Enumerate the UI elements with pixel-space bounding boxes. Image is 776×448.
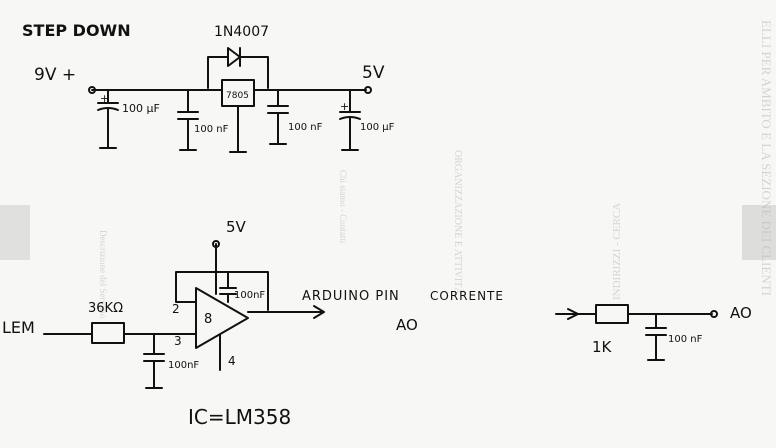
supply-node [212, 240, 220, 248]
diode-symbol [227, 47, 241, 67]
feedback-cap-label: 100nF [234, 290, 265, 301]
filter-resistor-label: 1K [592, 338, 613, 356]
bleed-icon-right [742, 205, 776, 260]
input-resistor [91, 322, 125, 344]
bleed-line-3: INDIRIZZI - CERCA [611, 203, 623, 300]
filter-cap-label: 100 nF [668, 334, 703, 345]
input-resistor-label: 36KΩ [88, 301, 123, 316]
corrente-label: CORRENTE [430, 289, 504, 303]
cap2-label: 100 nF [194, 124, 229, 135]
bleed-through-layer: ELLI PER AMBITO E LA SEZIONE DEI CLIENTI… [0, 20, 776, 319]
bleed-line-2: ORGANIZZAZIONE E ATTIVITÀ [452, 150, 464, 295]
cap1-plus: + [100, 92, 109, 105]
feedback-cap: 100nF [219, 271, 265, 303]
diode-wire-right [239, 56, 269, 89]
cap4: + 100 µF [339, 89, 395, 151]
pin8-label: 8 [204, 312, 212, 327]
lem-label: LEM [2, 318, 35, 337]
ic-label: IC=LM358 [188, 405, 291, 429]
filter-in-arrow [567, 308, 579, 320]
input-cap: 100nF [143, 333, 199, 389]
pin4-label: 4 [228, 354, 236, 368]
pin2-label: 2 [172, 302, 180, 316]
input-cap-label: 100nF [168, 360, 199, 371]
pin3-label: 3 [174, 334, 182, 348]
vout-node [364, 86, 372, 94]
rc-filter: 1K AO 100 nF [555, 304, 752, 361]
feedback-wire [175, 271, 269, 311]
cap3: 100 nF [267, 89, 323, 145]
regulator-label: 7805 [226, 91, 249, 101]
bleed-line-1: ELLI PER AMBITO E LA SEZIONE DEI CLIENTI [759, 20, 774, 296]
supply-5v-label: 5V [226, 218, 247, 236]
bleed-icon-left [0, 205, 30, 260]
ao-mid-label: AO [396, 316, 418, 334]
opamp-triangle [195, 287, 249, 349]
ao-right-label: AO [730, 304, 752, 322]
vin-label: 9V + [34, 65, 76, 85]
cap4-label: 100 µF [360, 122, 395, 133]
cap1-label: 100 µF [122, 102, 160, 115]
output-arrow [313, 305, 325, 319]
vout-label: 5V [362, 63, 385, 83]
cap1: + 100 µF [97, 89, 160, 149]
title-label: STEP DOWN [22, 21, 131, 40]
filter-resistor [595, 304, 629, 324]
arduino-pin-label: ARDUINO PIN [302, 289, 400, 304]
bleed-line-5: Chi siamo - Contatti [338, 170, 348, 244]
diode-wire-left [207, 56, 229, 89]
cap4-plus: + [340, 100, 349, 113]
filter-out-node [710, 310, 718, 318]
diode-label: 1N4007 [214, 24, 269, 40]
bleed-line-4: Descrizione del Servizio [98, 230, 108, 319]
vin-node [88, 86, 96, 94]
cap2: 100 nF [177, 89, 229, 151]
cap3-label: 100 nF [288, 122, 323, 133]
